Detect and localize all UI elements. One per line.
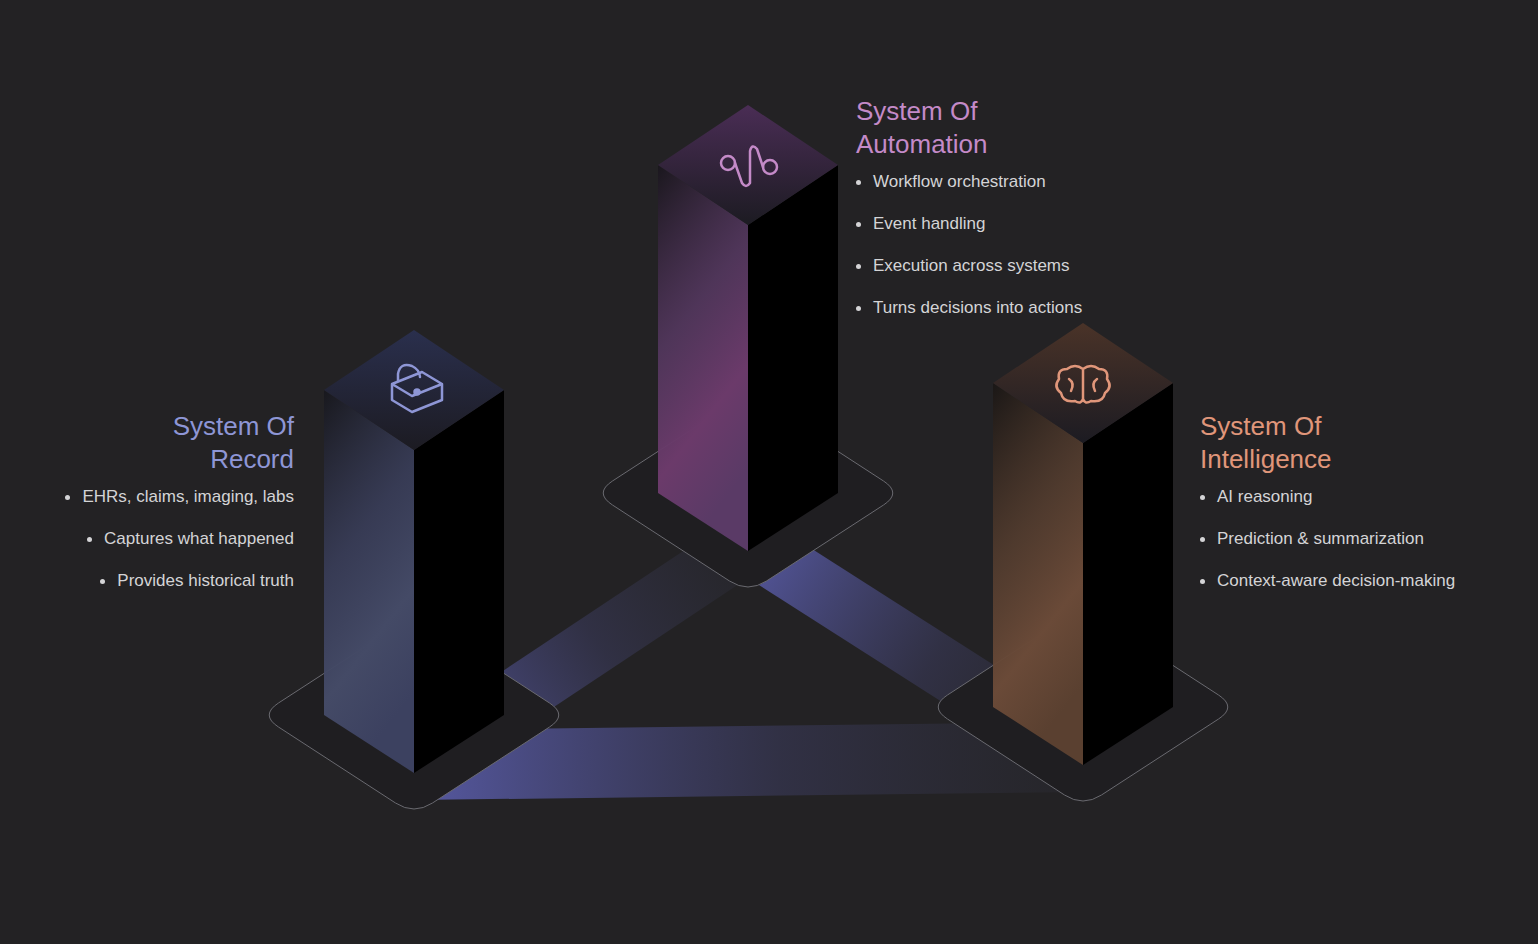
bullet-text: Event handling [873, 203, 985, 245]
bullet-dot [856, 180, 861, 185]
pillar-right-face [1083, 383, 1173, 765]
bullet-dot [100, 579, 105, 584]
bullet-item: Workflow orchestration [856, 161, 1082, 203]
bullet-dot [856, 306, 861, 311]
pillar-top-face [993, 323, 1173, 443]
pillar-drawing [929, 323, 1237, 813]
pillar-label: System Of IntelligenceAI reasoningPredic… [1200, 410, 1455, 602]
brain-icon [1056, 366, 1109, 403]
bullet-text: Execution across systems [873, 245, 1070, 287]
bullet-item: Prediction & summarization [1200, 518, 1455, 560]
system-heading: System Of Automation [856, 95, 1031, 161]
pillar-label: System Of RecordEHRs, claims, imaging, l… [65, 410, 294, 602]
lock-icon [392, 365, 442, 412]
bullet-text: Prediction & summarization [1217, 518, 1424, 560]
bullet-dot [1200, 537, 1205, 542]
pillar-left-face [324, 390, 414, 773]
bullet-text: AI reasoning [1217, 476, 1312, 518]
pillar-top-face [324, 330, 504, 450]
bullet-dot [87, 537, 92, 542]
pillar-top-face [658, 105, 838, 225]
system-pillar: System Of AutomationWorkflow orchestrati… [594, 105, 902, 595]
pillar-right-face [414, 390, 504, 773]
bullet-text: Context-aware decision-making [1217, 560, 1455, 602]
bullet-dot [1200, 579, 1205, 584]
bullet-item: Context-aware decision-making [1200, 560, 1455, 602]
bullet-item: EHRs, claims, imaging, labs [65, 476, 294, 518]
pillar-right-face [748, 165, 838, 551]
bullet-dot [856, 222, 861, 227]
bullet-text: Provides historical truth [117, 560, 294, 602]
bullet-text: Workflow orchestration [873, 161, 1046, 203]
system-pillar: System Of IntelligenceAI reasoningPredic… [929, 323, 1237, 813]
bullet-item: Provides historical truth [65, 560, 294, 602]
pillar-drawing [594, 105, 902, 595]
bullet-text: EHRs, claims, imaging, labs [82, 476, 294, 518]
bullet-dot [1200, 495, 1205, 500]
bullet-item: Execution across systems [856, 245, 1082, 287]
pillar-label: System Of AutomationWorkflow orchestrati… [856, 95, 1082, 329]
bullet-text: Turns decisions into actions [873, 287, 1082, 329]
system-heading: System Of Record [119, 410, 294, 476]
pillar-drawing [260, 330, 568, 820]
pillar-left-face [658, 165, 748, 551]
system-heading: System Of Intelligence [1200, 410, 1375, 476]
bullet-dot [65, 495, 70, 500]
bullet-text: Captures what happened [104, 518, 294, 560]
system-pillar: System Of RecordEHRs, claims, imaging, l… [260, 330, 568, 820]
bullet-item: Captures what happened [65, 518, 294, 560]
bullet-item: AI reasoning [1200, 476, 1455, 518]
bullet-dot [856, 264, 861, 269]
flow-icon [721, 146, 777, 186]
bullet-item: Turns decisions into actions [856, 287, 1082, 329]
bullet-item: Event handling [856, 203, 1082, 245]
pillar-left-face [993, 383, 1083, 765]
